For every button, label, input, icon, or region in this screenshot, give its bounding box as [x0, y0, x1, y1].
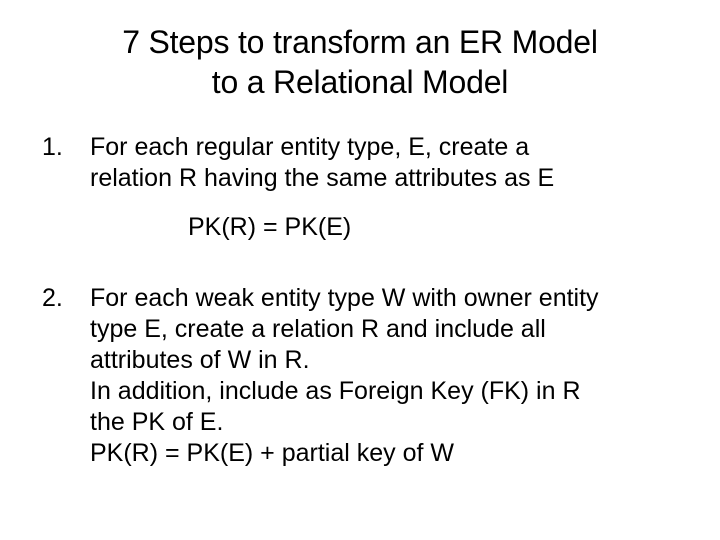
- list-item-line: attributes of W in R.: [90, 346, 310, 374]
- slide-title: 7 Steps to transform an ER Model to a Re…: [40, 22, 680, 102]
- slide-body-list: 1. For each regular entity type, E, crea…: [0, 132, 720, 469]
- list-item-line: relation R having the same attributes as…: [90, 164, 555, 192]
- list-item-line: For each regular entity type, E, create …: [90, 133, 530, 161]
- slide-title-line-1: 7 Steps to transform an ER Model: [122, 24, 598, 60]
- list-item-line: For each weak entity type W with owner e…: [90, 284, 599, 312]
- list-item: 2. For each weak entity type W with owne…: [0, 283, 720, 469]
- list-item-line: type E, create a relation R and include …: [90, 315, 546, 343]
- list-item: 1. For each regular entity type, E, crea…: [0, 132, 720, 243]
- list-item-formula-line: PK(R) = PK(E) + partial key of W: [90, 439, 454, 467]
- slide-title-line-2: to a Relational Model: [211, 64, 509, 100]
- list-item-line: the PK of E.: [90, 408, 224, 436]
- list-item-formula-line: PK(R) = PK(E): [188, 213, 352, 241]
- list-item-marker: 1.: [42, 133, 63, 161]
- list-item-line: In addition, include as Foreign Key (FK)…: [90, 377, 581, 405]
- list-item-marker: 2.: [42, 284, 63, 312]
